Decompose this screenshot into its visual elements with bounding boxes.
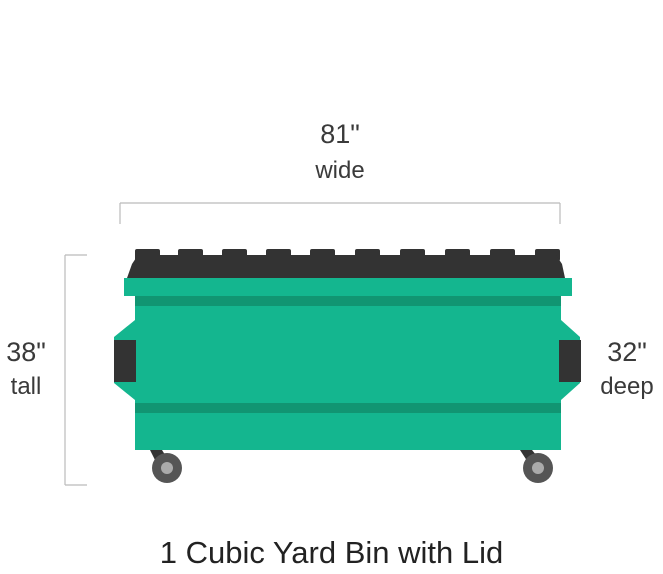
bin-body	[114, 278, 580, 450]
right-wheel	[520, 450, 553, 483]
height-dimension-line	[64, 254, 87, 486]
right-handle	[559, 340, 581, 382]
left-wheel	[150, 450, 182, 483]
height-value: 38"	[6, 337, 46, 367]
product-title: 1 Cubic Yard Bin with Lid	[159, 535, 504, 570]
bin-lid	[127, 249, 565, 278]
left-handle	[114, 340, 136, 382]
depth-unit: deep	[600, 373, 654, 400]
width-unit: wide	[315, 157, 365, 184]
height-unit: tall	[10, 373, 42, 400]
depth-value: 32"	[607, 337, 647, 367]
width-dimension-line	[119, 202, 561, 224]
width-value: 81"	[320, 119, 360, 149]
